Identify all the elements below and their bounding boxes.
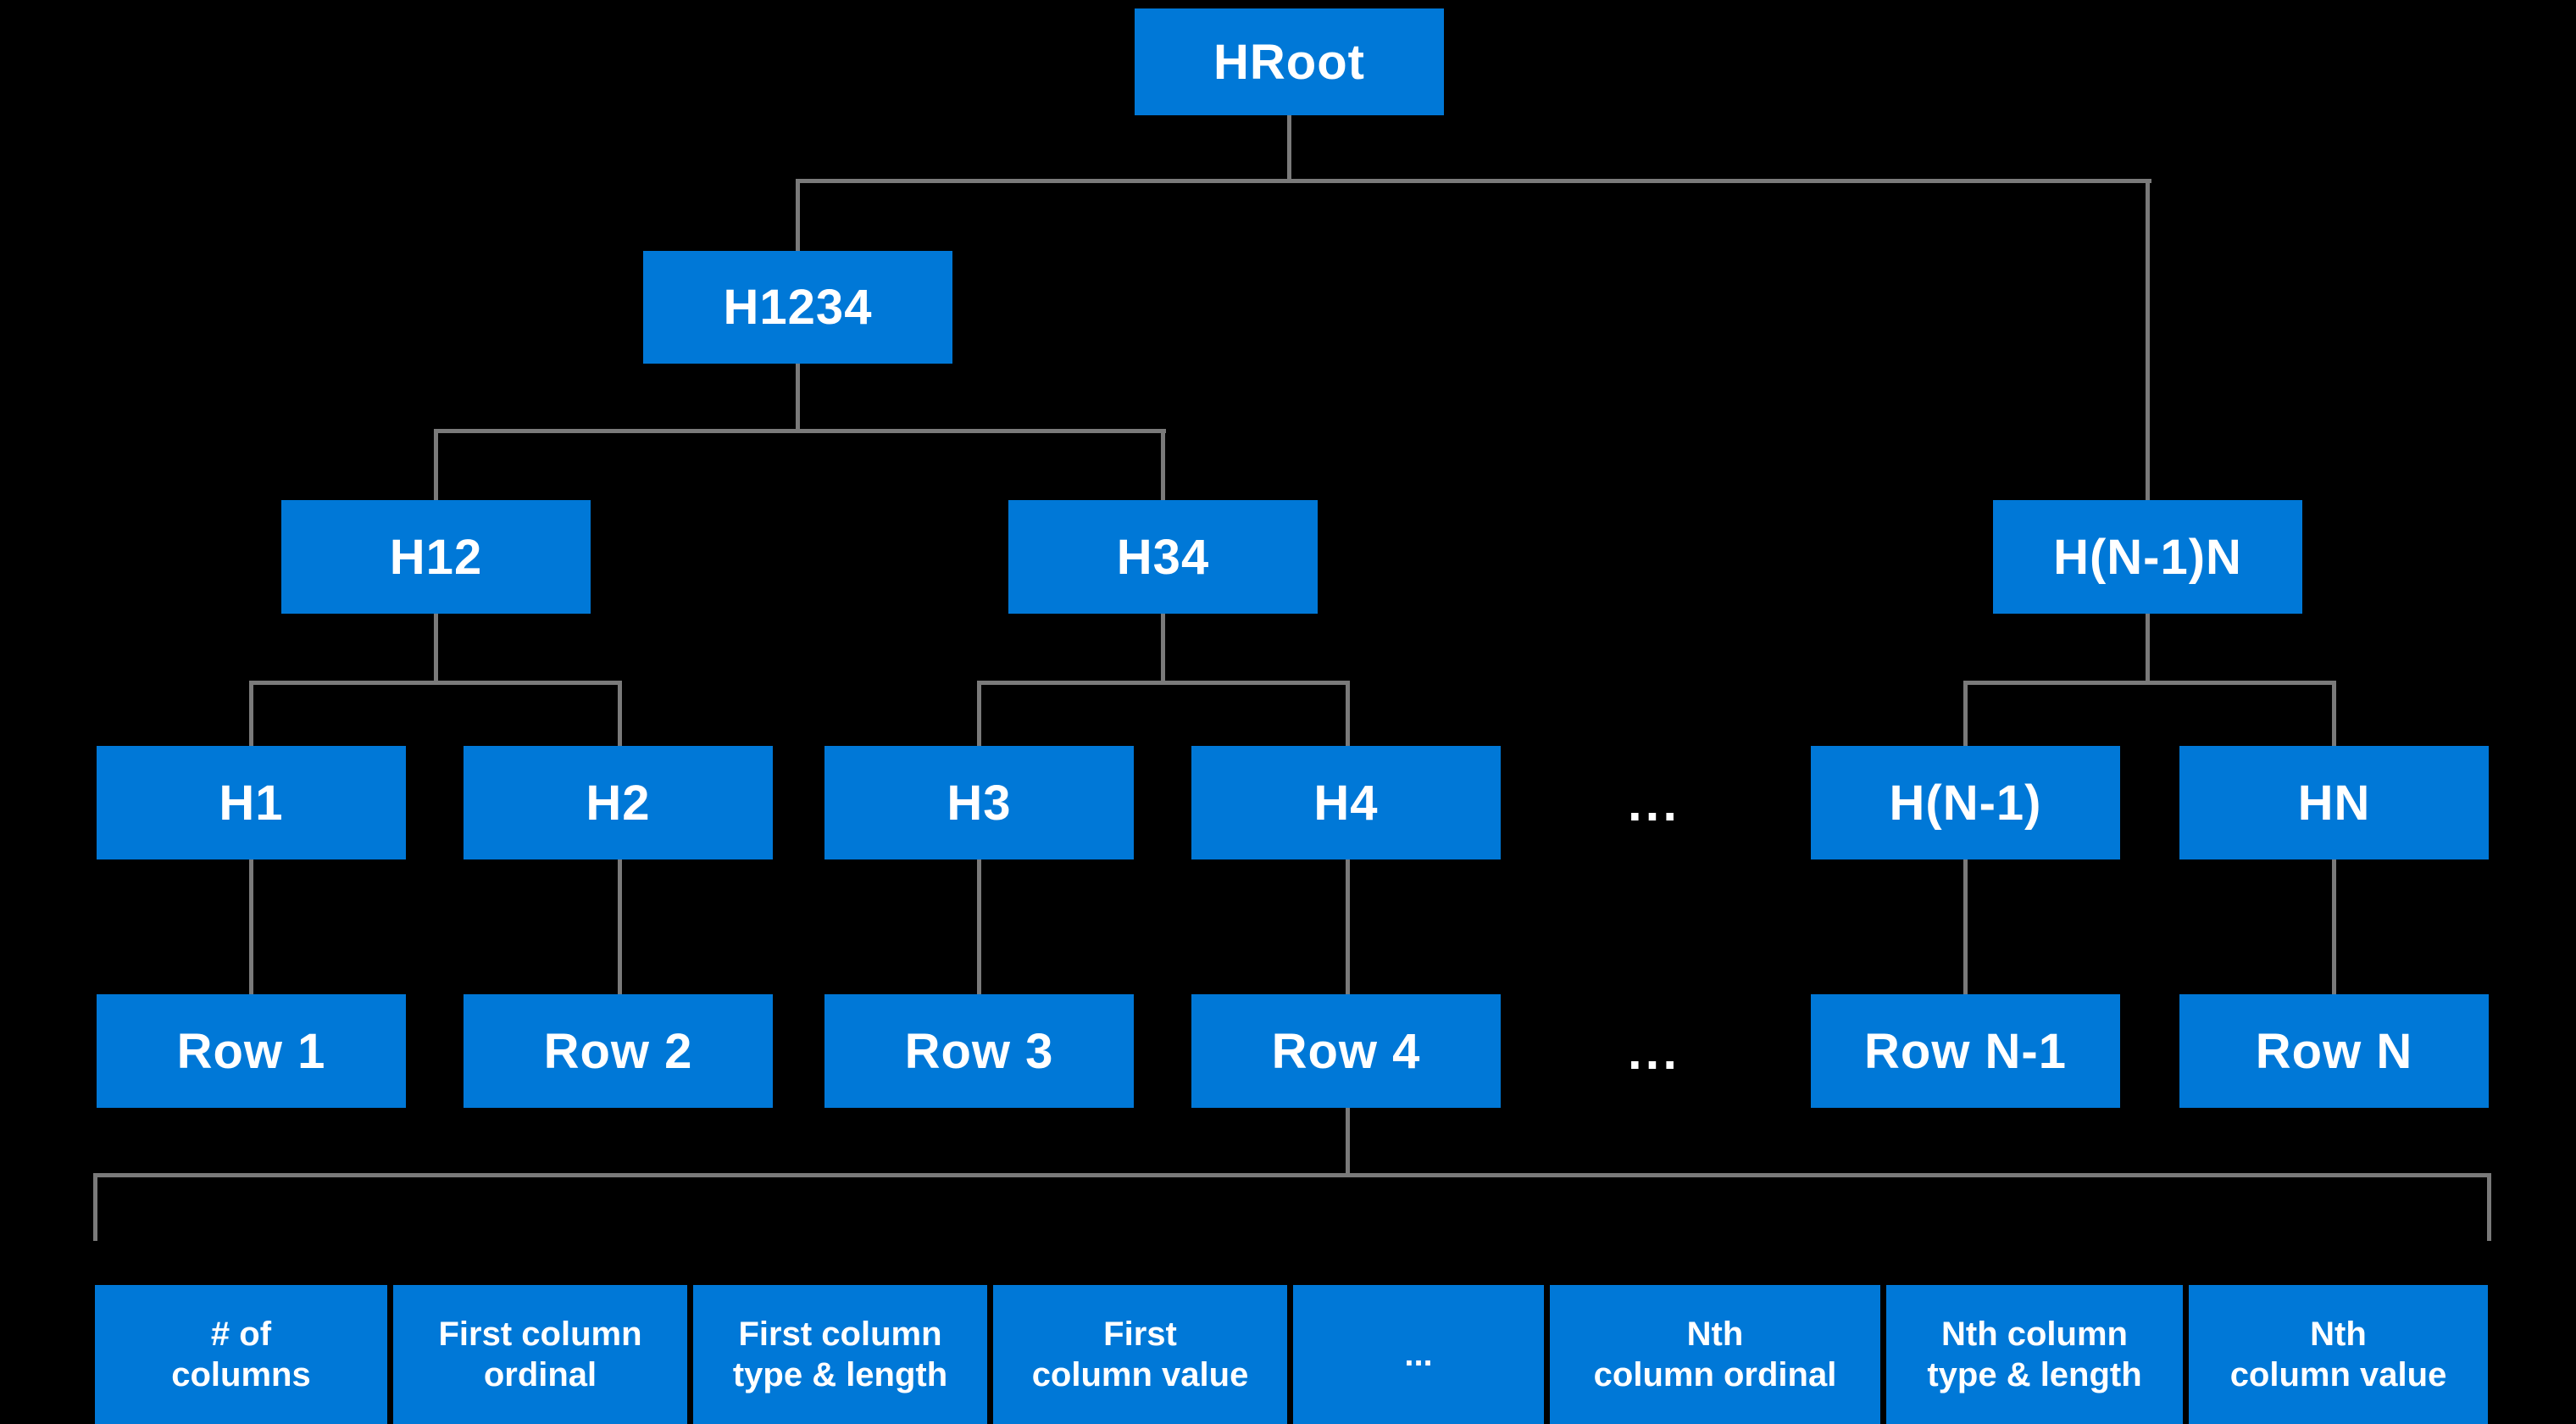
node-label: Row 3 — [904, 1023, 1054, 1079]
connector-line — [249, 681, 622, 685]
field-cell-first-ordinal: First column ordinal — [393, 1285, 687, 1424]
field-cell-ellipsis: ... — [1293, 1285, 1544, 1424]
connector-line — [977, 681, 981, 746]
node-label: Row N-1 — [1864, 1023, 2067, 1079]
node-label: H2 — [586, 775, 651, 831]
node-label: HRoot — [1213, 34, 1365, 90]
node-h12: H12 — [281, 500, 591, 614]
connector-line — [1963, 681, 1968, 746]
field-cell-first-type-length: First column type & length — [693, 1285, 987, 1424]
node-row-n: Row N — [2179, 994, 2489, 1108]
node-label: Row N — [2255, 1023, 2413, 1079]
node-h4: H4 — [1191, 746, 1501, 859]
connector-line — [1963, 681, 2336, 685]
connector-line — [796, 364, 800, 433]
connector-line — [1161, 429, 1165, 500]
node-label: H1 — [219, 775, 284, 831]
connector-line — [434, 614, 438, 685]
node-h1: H1 — [97, 746, 406, 859]
ellipsis-hash-level: ... — [1627, 774, 1680, 832]
node-hn-minus-1: H(N-1) — [1811, 746, 2120, 859]
connector-line — [434, 429, 438, 500]
connector-line — [977, 859, 981, 994]
connector-line — [2332, 859, 2336, 994]
field-cell-first-value: First column value — [993, 1285, 1287, 1424]
connector-line — [796, 179, 2151, 183]
connector-line — [1346, 1108, 1350, 1176]
node-label: H4 — [1313, 775, 1379, 831]
node-row-n-minus-1: Row N-1 — [1811, 994, 2120, 1108]
node-label: H34 — [1116, 529, 1210, 585]
connector-line — [796, 179, 800, 251]
connector-line — [434, 429, 1166, 433]
connector-line — [2146, 614, 2150, 685]
ellipsis-row-level: ... — [1627, 1022, 1680, 1080]
node-label: H(N-1)N — [2053, 529, 2242, 585]
connector-line — [1161, 614, 1165, 685]
connector-line — [1346, 859, 1350, 994]
node-label: Row 4 — [1271, 1023, 1421, 1079]
connector-line — [1287, 115, 1291, 183]
node-label: H(N-1) — [1889, 775, 2042, 831]
connector-line — [1963, 859, 1968, 994]
node-h34: H34 — [1008, 500, 1318, 614]
node-row-3: Row 3 — [824, 994, 1134, 1108]
connector-line — [93, 1173, 2491, 1177]
node-label: Row 2 — [543, 1023, 693, 1079]
node-label: HN — [2297, 775, 2371, 831]
node-row-4: Row 4 — [1191, 994, 1501, 1108]
node-row-2: Row 2 — [464, 994, 773, 1108]
node-hn: HN — [2179, 746, 2489, 859]
node-h2: H2 — [464, 746, 773, 859]
connector-line — [93, 1173, 97, 1241]
connector-line — [2146, 179, 2150, 500]
connector-line — [249, 859, 253, 994]
node-row-1: Row 1 — [97, 994, 406, 1108]
connector-line — [249, 681, 253, 746]
node-label: Row 1 — [176, 1023, 326, 1079]
node-label: H12 — [389, 529, 483, 585]
field-cell-nth-ordinal: Nth column ordinal — [1550, 1285, 1880, 1424]
connector-line — [977, 681, 1350, 685]
connector-line — [2332, 681, 2336, 746]
connector-line — [618, 859, 622, 994]
node-h1234: H1234 — [643, 251, 952, 364]
field-cell-nth-value: Nth column value — [2189, 1285, 2488, 1424]
node-hn1n: H(N-1)N — [1993, 500, 2302, 614]
node-label: H1234 — [723, 280, 873, 335]
connector-line — [2487, 1173, 2491, 1241]
node-hroot: HRoot — [1135, 8, 1444, 115]
node-h3: H3 — [824, 746, 1134, 859]
field-cell-nth-type-length: Nth column type & length — [1886, 1285, 2183, 1424]
field-cell-num-columns: # of columns — [95, 1285, 387, 1424]
connector-line — [1346, 681, 1350, 746]
node-label: H3 — [947, 775, 1012, 831]
connector-line — [618, 681, 622, 746]
